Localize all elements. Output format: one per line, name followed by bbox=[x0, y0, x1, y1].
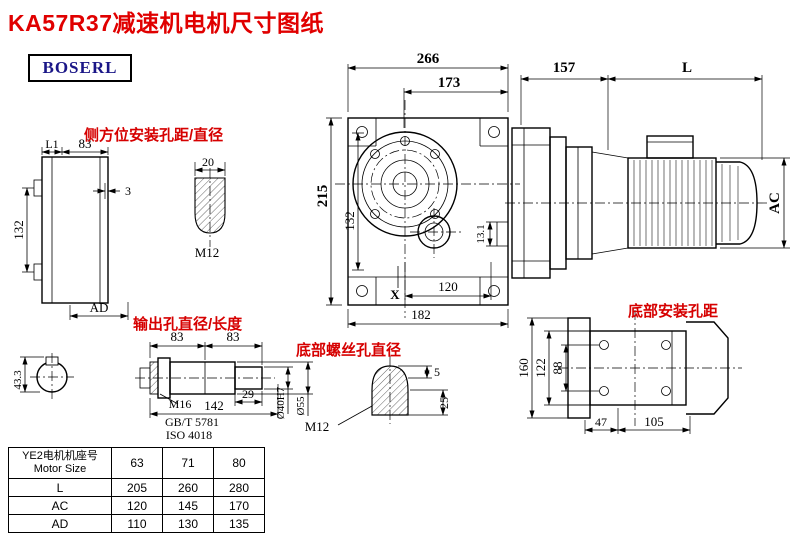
dim-122: 122 bbox=[533, 358, 548, 378]
dim-173: 173 bbox=[438, 75, 461, 91]
dim-L: L bbox=[682, 60, 692, 76]
dim-20: 20 bbox=[202, 155, 214, 169]
thread-M16: M16 bbox=[169, 397, 192, 411]
dim-215: 215 bbox=[315, 185, 331, 208]
red-annotations: 侧方位安装孔距/直径 输出孔直径/长度 底部螺丝孔直径 底部安装孔距 bbox=[84, 126, 718, 359]
x-mark: X bbox=[390, 287, 400, 302]
dim-182: 182 bbox=[411, 307, 431, 322]
dim-AD: AD bbox=[90, 300, 109, 315]
dim-160: 160 bbox=[516, 358, 531, 378]
dim-105: 105 bbox=[644, 414, 664, 429]
table-cell: 145 bbox=[162, 496, 214, 515]
brand-logo: BOSERL bbox=[28, 54, 132, 82]
dim-83a: 83 bbox=[171, 329, 184, 344]
dim-83b: 83 bbox=[227, 329, 240, 344]
table-cell: 205 bbox=[111, 478, 163, 497]
table-cell: 170 bbox=[213, 496, 265, 515]
row-label: AD bbox=[8, 514, 112, 533]
dim-3: 3 bbox=[125, 184, 131, 198]
thread-M12-bottom: M12 bbox=[305, 419, 330, 434]
motor-size-table: YE2电机机座号 Motor Size 63 71 80 L 205 260 2… bbox=[8, 447, 265, 533]
col-header-71: 71 bbox=[162, 447, 214, 479]
dim-142: 142 bbox=[204, 398, 224, 413]
dim-29: 29 bbox=[242, 387, 254, 401]
row-label: AC bbox=[8, 496, 112, 515]
table-cell: 110 bbox=[111, 514, 163, 533]
std-gb5781: GB/T 5781 bbox=[165, 415, 219, 429]
bottom-view: 160 122 88 47 105 bbox=[516, 310, 742, 434]
front-view: 266 173 215 132 120 182 13.1 X bbox=[315, 51, 520, 328]
col-header-63: 63 bbox=[111, 447, 163, 479]
dim-47: 47 bbox=[595, 415, 607, 429]
std-iso4018: ISO 4018 bbox=[166, 428, 212, 442]
table-row-AC: AC 120 145 170 bbox=[8, 496, 265, 515]
page-title: KA57R37减速机电机尺寸图纸 bbox=[8, 10, 324, 36]
table-cell: 260 bbox=[162, 478, 214, 497]
dim-25: 25 bbox=[437, 397, 451, 409]
output-shaft-view: 83 83 29 142 M16 GB/T 5781 ISO 4018 Ø40H… bbox=[12, 329, 313, 442]
brand-logo-text: BOSERL bbox=[42, 58, 118, 77]
dim-132-front: 132 bbox=[342, 211, 357, 231]
dia-55: Ø55 bbox=[295, 396, 307, 415]
dim-5: 5 bbox=[434, 365, 440, 379]
table-row-L: L 205 260 280 bbox=[8, 478, 265, 497]
left-side-view: L1 83 3 20 M12 132 AD bbox=[11, 136, 226, 320]
motor-side-view: 157 L AC bbox=[505, 60, 790, 279]
dim-AC: AC bbox=[767, 192, 783, 214]
annotation-side-mount: 侧方位安装孔距/直径 bbox=[84, 126, 223, 144]
dim-83-left: 83 bbox=[79, 136, 92, 151]
table-header-row: YE2电机机座号 Motor Size 63 71 80 bbox=[8, 447, 265, 479]
dim-120: 120 bbox=[438, 279, 458, 294]
dim-266: 266 bbox=[417, 51, 440, 67]
motor-size-label-en: Motor Size bbox=[33, 463, 87, 475]
row-label: L bbox=[8, 478, 112, 497]
thread-M12-side: M12 bbox=[195, 245, 220, 260]
dim-43-3: 43.3 bbox=[12, 370, 24, 390]
annotation-bottom-screw: 底部螺丝孔直径 bbox=[296, 341, 401, 359]
dim-132-side: 132 bbox=[11, 220, 26, 240]
dim-88: 88 bbox=[550, 362, 565, 375]
bottom-screw-detail: 5 25 M12 bbox=[305, 356, 451, 434]
table-cell: 130 bbox=[162, 514, 214, 533]
dim-13-1: 13.1 bbox=[475, 224, 487, 243]
dia-40H7: Ø40H7 bbox=[275, 386, 287, 419]
table-row-AD: AD 110 130 135 bbox=[8, 514, 265, 533]
col-header-80: 80 bbox=[213, 447, 265, 479]
dim-L1: L1 bbox=[45, 137, 58, 151]
annotation-output-hole: 输出孔直径/长度 bbox=[133, 315, 243, 333]
motor-size-label-cn: YE2电机机座号 bbox=[22, 450, 98, 463]
table-cell: 280 bbox=[213, 478, 265, 497]
table-cell: 120 bbox=[111, 496, 163, 515]
dim-157: 157 bbox=[553, 60, 576, 76]
table-header-cell: YE2电机机座号 Motor Size bbox=[8, 447, 112, 479]
annotation-bottom-mount: 底部安装孔距 bbox=[628, 302, 718, 320]
table-cell: 135 bbox=[213, 514, 265, 533]
